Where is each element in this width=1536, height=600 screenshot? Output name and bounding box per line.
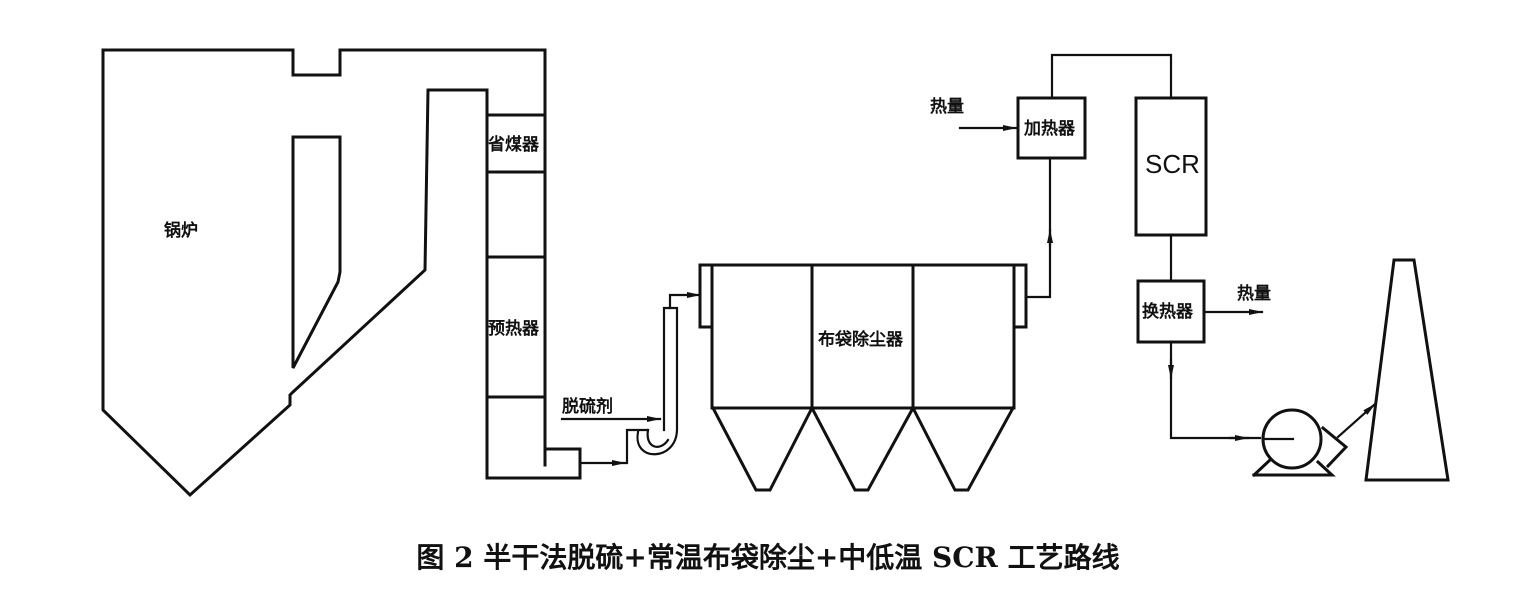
heat-output-label: 热量 xyxy=(1237,283,1271,304)
absorber: 脱硫剂 xyxy=(560,292,702,466)
chimney-icon xyxy=(1364,258,1450,482)
baghouse-label: 布袋除尘器 xyxy=(818,329,904,350)
duct-to-heater xyxy=(1024,158,1052,299)
boiler-label: 锅炉 xyxy=(164,220,198,241)
figure-caption: 图 2 半干法脱硫+常温布袋除尘+中低温 SCR 工艺路线 xyxy=(416,541,1120,574)
scr-label: SCR xyxy=(1145,149,1200,179)
economizer-label: 省煤器 xyxy=(487,134,540,155)
heat-input-label: 热量 xyxy=(930,96,964,117)
heater-label: 加热器 xyxy=(1023,118,1076,139)
heater: 加热器 热量 xyxy=(930,53,1173,160)
scr-reactor: SCR xyxy=(1134,96,1208,283)
desulfurizer-agent-label: 脱硫剂 xyxy=(562,396,613,417)
preheater-label: 预热器 xyxy=(488,318,540,339)
baghouse: 布袋除尘器 xyxy=(698,263,1028,492)
induced-draft-fan-icon xyxy=(1251,402,1377,478)
boiler-baffle xyxy=(291,135,342,369)
heat-exchanger: 换热器 热量 xyxy=(1136,279,1271,441)
heat-exchanger-label: 换热器 xyxy=(1142,301,1194,322)
boiler: 锅炉 xyxy=(101,48,547,498)
backpass-duct: 省煤器 预热器 xyxy=(485,113,582,480)
